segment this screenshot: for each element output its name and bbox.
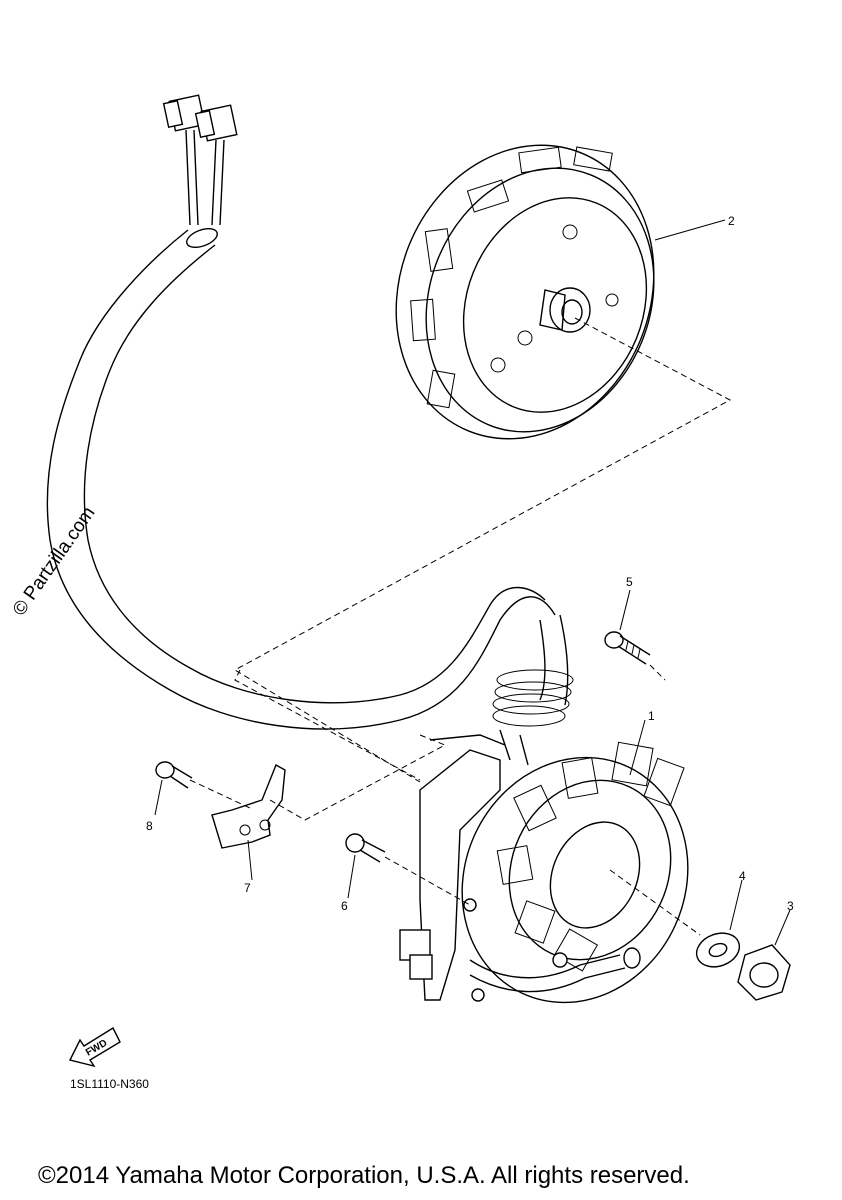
callout-8: 8 — [146, 819, 153, 833]
callout-7: 7 — [244, 881, 251, 895]
callout-4: 4 — [739, 869, 746, 883]
callout-6: 6 — [341, 899, 348, 913]
copyright-notice: ©2014 Yamaha Motor Corporation, U.S.A. A… — [38, 1162, 690, 1189]
watermark-text: © Partzilla.com — [9, 503, 100, 620]
assembly-reference-lines — [189, 317, 732, 936]
bolt-6 — [345, 833, 386, 863]
nut-3 — [737, 944, 791, 1001]
diagram-code: 1SL1110-N360 — [70, 1077, 149, 1091]
fwd-arrow-icon: FWD — [68, 1027, 121, 1068]
bolt-8 — [155, 761, 193, 789]
clamp-7 — [211, 764, 286, 849]
callout-2: 2 — [728, 214, 735, 228]
callout-1: 1 — [648, 709, 655, 723]
bolt-5 — [604, 631, 651, 665]
callout-3: 3 — [787, 899, 794, 913]
callout-5: 5 — [626, 575, 633, 589]
stator-assembly — [399, 734, 689, 1004]
leader-lines — [154, 219, 791, 946]
wire-connectors — [162, 94, 238, 226]
wire-harness — [46, 228, 574, 766]
washer-4 — [695, 932, 741, 968]
rotor-flywheel — [395, 144, 655, 440]
